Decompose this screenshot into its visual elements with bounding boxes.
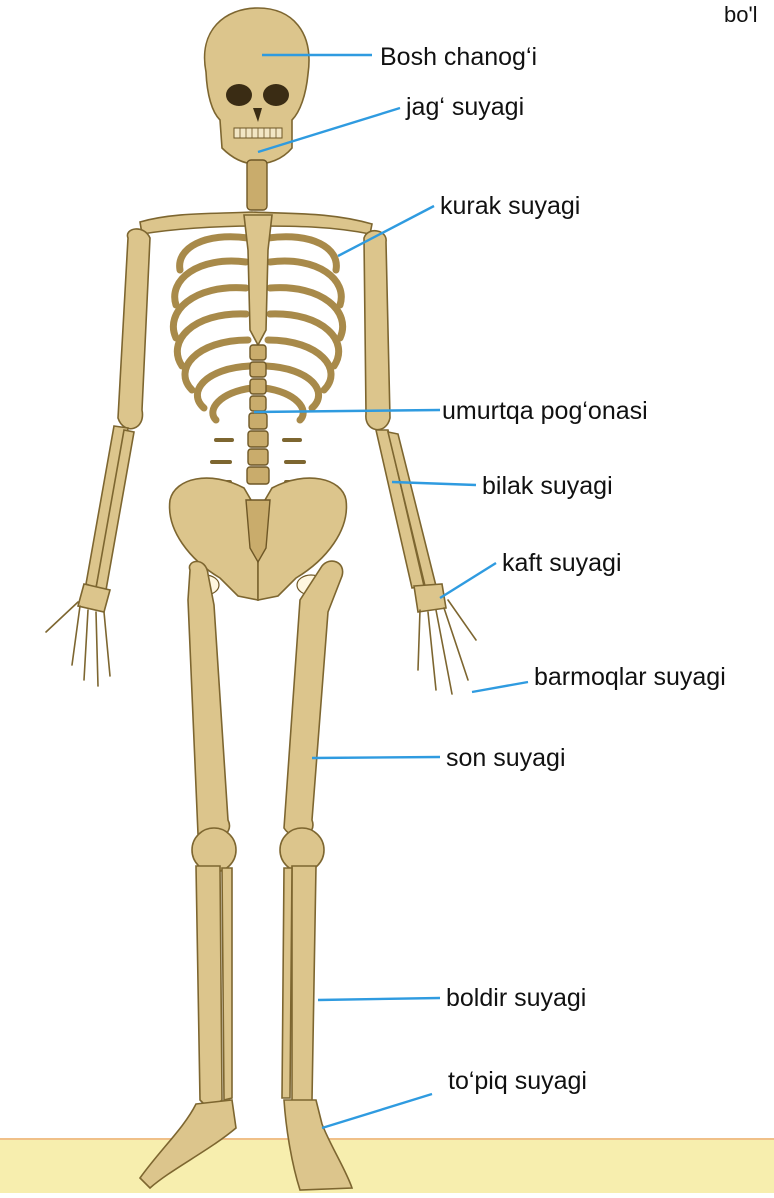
label-forearm: bilak suyagi (482, 474, 613, 499)
label-spine: umurtqa pog‘onasi (442, 399, 648, 424)
label-femur: son suyagi (446, 746, 566, 771)
label-skull: Bosh chanog‘i (380, 45, 537, 70)
label-jaw: jag‘ suyagi (406, 95, 524, 120)
right-hand (414, 584, 476, 694)
label-ankle: to‘piq suyagi (448, 1069, 587, 1094)
left-hand (46, 584, 110, 686)
floor (0, 1138, 774, 1193)
skeleton (46, 8, 476, 1190)
label-palm: kaft suyagi (502, 551, 622, 576)
label-scapula: kurak suyagi (440, 194, 580, 219)
label-fingers: barmoqlar suyagi (534, 665, 726, 690)
label-shin: boldir suyagi (446, 986, 586, 1011)
spine (212, 345, 304, 484)
corner-text: bo'l (724, 4, 758, 26)
